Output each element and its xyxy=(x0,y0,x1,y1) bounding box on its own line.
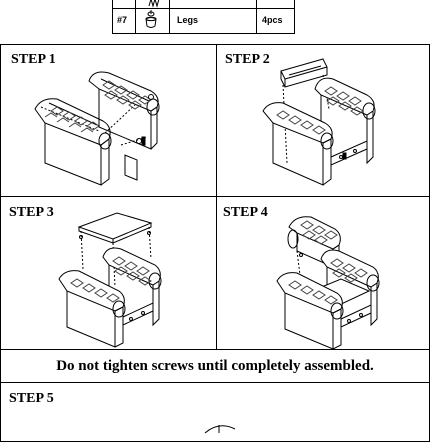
part-quantity: 4pcs xyxy=(262,15,283,25)
step-1-illustration xyxy=(1,45,218,198)
part-number: #7 xyxy=(117,15,128,25)
step-title: STEP 1 xyxy=(11,52,56,67)
table-row-divider xyxy=(113,8,294,9)
step-5-panel: STEP 5 xyxy=(0,382,430,442)
table-bottom-border xyxy=(113,33,294,34)
hardware-icon xyxy=(148,0,162,8)
step-3-illustration xyxy=(1,197,218,351)
step-3-panel: STEP 3 xyxy=(0,196,217,350)
step-title: STEP 4 xyxy=(223,205,268,220)
step-title: STEP 2 xyxy=(225,52,270,67)
warning-panel: Do not tighten screws until completely a… xyxy=(0,349,430,383)
step-title: STEP 5 xyxy=(9,391,54,406)
step-4-panel: STEP 4 xyxy=(216,196,430,350)
step-2-illustration xyxy=(217,45,430,198)
step-1-panel: STEP 1 xyxy=(0,44,217,197)
step-2-panel: STEP 2 xyxy=(216,44,430,197)
step-title: STEP 3 xyxy=(9,205,54,220)
assembly-warning: Do not tighten screws until completely a… xyxy=(56,358,374,374)
step-5-illustration xyxy=(1,383,430,443)
part-name: Legs xyxy=(177,15,199,25)
step-4-illustration xyxy=(217,197,430,351)
leg-icon xyxy=(144,10,160,31)
parts-table: #7 Legs 4pcs xyxy=(112,0,295,34)
